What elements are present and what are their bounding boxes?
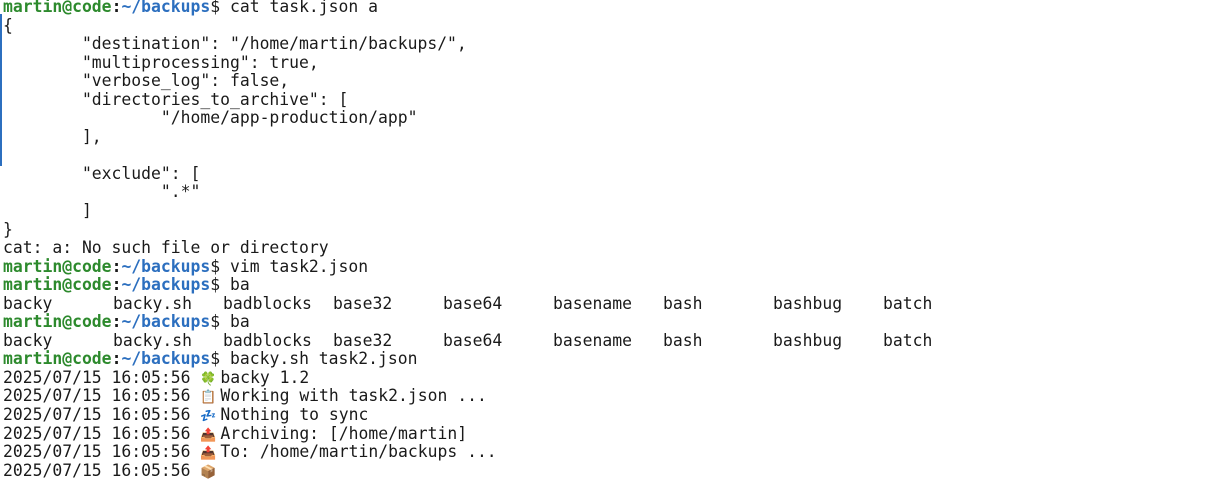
log-line: 2025/07/15 16:05:56 📋Working with task2.… — [3, 387, 993, 406]
log-message: To: /home/martin/backups ... — [220, 442, 497, 462]
completion-item: bashbug — [773, 293, 843, 313]
log-timestamp: 2025/07/15 16:05:56 — [3, 423, 191, 443]
completion-item: basename — [553, 293, 632, 313]
command-text: cat task.json a — [220, 0, 379, 16]
log-line: 2025/07/15 16:05:56 📦 — [3, 460, 993, 481]
completion-item: bash — [663, 330, 703, 350]
error-line: cat: a: No such file or directory — [3, 238, 329, 258]
prompt-symbol: $ — [210, 349, 221, 369]
command-text: backy.sh task2.json — [220, 349, 418, 369]
sleeping-icon: 💤 — [200, 409, 217, 425]
log-message: Nothing to sync — [220, 405, 369, 425]
completion-item: backy — [3, 330, 53, 350]
json-line: ".*" — [3, 182, 201, 202]
completion-item: bashbug — [773, 330, 843, 350]
json-line: } — [3, 219, 13, 239]
log-line: 2025/07/15 16:05:56 📤Archiving: [/home/m… — [3, 423, 993, 444]
completion-item: base32 — [333, 293, 393, 313]
completion-item: backy.sh — [113, 330, 192, 350]
prompt-user: martin@code — [3, 312, 112, 332]
log-line: 2025/07/15 16:05:56 📤To: /home/martin/ba… — [3, 442, 993, 462]
outbox-tray-icon: 📤 — [200, 427, 217, 443]
json-line: "multiprocessing": true, — [3, 52, 319, 72]
log-timestamp: 2025/07/15 16:05:56 — [3, 405, 191, 425]
log-timestamp: 2025/07/15 16:05:56 — [3, 460, 191, 480]
completion-row: backy backy.sh badblocks base32 base64 basena… — [3, 293, 993, 314]
completion-item: badblocks — [223, 330, 312, 350]
prompt-user: martin@code — [3, 256, 112, 276]
log-timestamp: 2025/07/15 16:05:56 — [3, 386, 191, 406]
prompt-symbol: $ — [210, 0, 221, 16]
json-line: ], — [3, 126, 102, 146]
package-icon: 📦 — [200, 464, 217, 480]
terminal-output: martin@code:~/backups$ cat task.json a {… — [3, 0, 993, 480]
prompt-symbol: $ — [210, 275, 221, 295]
completion-item: backy — [3, 293, 53, 313]
outbox-tray-icon: 📤 — [200, 446, 217, 462]
json-line: "exclude": [ — [3, 163, 201, 183]
json-line: "directories_to_archive": [ — [3, 89, 349, 109]
log-message: Working with task2.json ... — [220, 386, 487, 406]
command-text: ba — [220, 312, 250, 332]
clipboard-icon: 📋 — [200, 390, 217, 406]
json-line: { — [3, 15, 13, 35]
prompt-user: martin@code — [3, 0, 112, 16]
log-message: backy 1.2 — [220, 367, 310, 387]
prompt-symbol: $ — [210, 256, 221, 276]
scroll-marker — [0, 14, 2, 166]
prompt-separator: : — [111, 0, 122, 16]
prompt-path: ~/backups — [121, 256, 211, 276]
completion-item: batch — [883, 293, 933, 313]
json-line: "/home/app-production/app" — [3, 108, 418, 128]
prompt-separator: : — [111, 275, 122, 295]
command-text: vim task2.json — [220, 256, 369, 276]
prompt-symbol: $ — [210, 312, 221, 332]
json-line — [3, 146, 993, 165]
completion-item: batch — [883, 330, 933, 350]
prompt-separator: : — [111, 349, 122, 369]
completion-item: basename — [553, 330, 632, 350]
completion-item: base32 — [333, 330, 393, 350]
prompt-user: martin@code — [3, 275, 112, 295]
completion-item: badblocks — [223, 293, 312, 313]
completion-item: backy.sh — [113, 293, 192, 313]
prompt-user: martin@code — [3, 349, 112, 369]
completion-item: bash — [663, 293, 703, 313]
log-timestamp: 2025/07/15 16:05:56 — [3, 442, 191, 462]
prompt-line-vim: martin@code:~/backups$ vim task2.json — [3, 256, 993, 277]
command-text: ba — [220, 275, 250, 295]
prompt-line-cat: martin@code:~/backups$ cat task.json a — [3, 0, 993, 17]
prompt-line-ba: martin@code:~/backups$ ba — [3, 313, 993, 332]
prompt-line-backy: martin@code:~/backups$ backy.sh task2.js… — [3, 350, 993, 369]
prompt-path: ~/backups — [121, 0, 211, 16]
clover-icon: 🍀 — [200, 371, 217, 387]
prompt-separator: : — [111, 256, 122, 276]
log-message: Archiving: [/home/martin] — [220, 423, 468, 443]
prompt-path: ~/backups — [121, 275, 211, 295]
log-line: 2025/07/15 16:05:56 💤Nothing to sync — [3, 405, 993, 425]
json-line: "destination": "/home/martin/backups/", — [3, 34, 467, 54]
json-line: "verbose_log": false, — [3, 71, 290, 91]
prompt-path: ~/backups — [121, 349, 211, 369]
prompt-line-ba: martin@code:~/backups$ ba — [3, 275, 993, 295]
log-line: 2025/07/15 16:05:56 🍀backy 1.2 — [3, 367, 993, 388]
completion-item: base64 — [443, 293, 503, 313]
completion-item: base64 — [443, 330, 503, 350]
json-line: ] — [3, 201, 92, 221]
prompt-path: ~/backups — [121, 312, 211, 332]
completion-row: backy backy.sh badblocks base32 base64 basena… — [3, 330, 993, 351]
prompt-separator: : — [111, 312, 122, 332]
log-timestamp: 2025/07/15 16:05:56 — [3, 367, 191, 387]
